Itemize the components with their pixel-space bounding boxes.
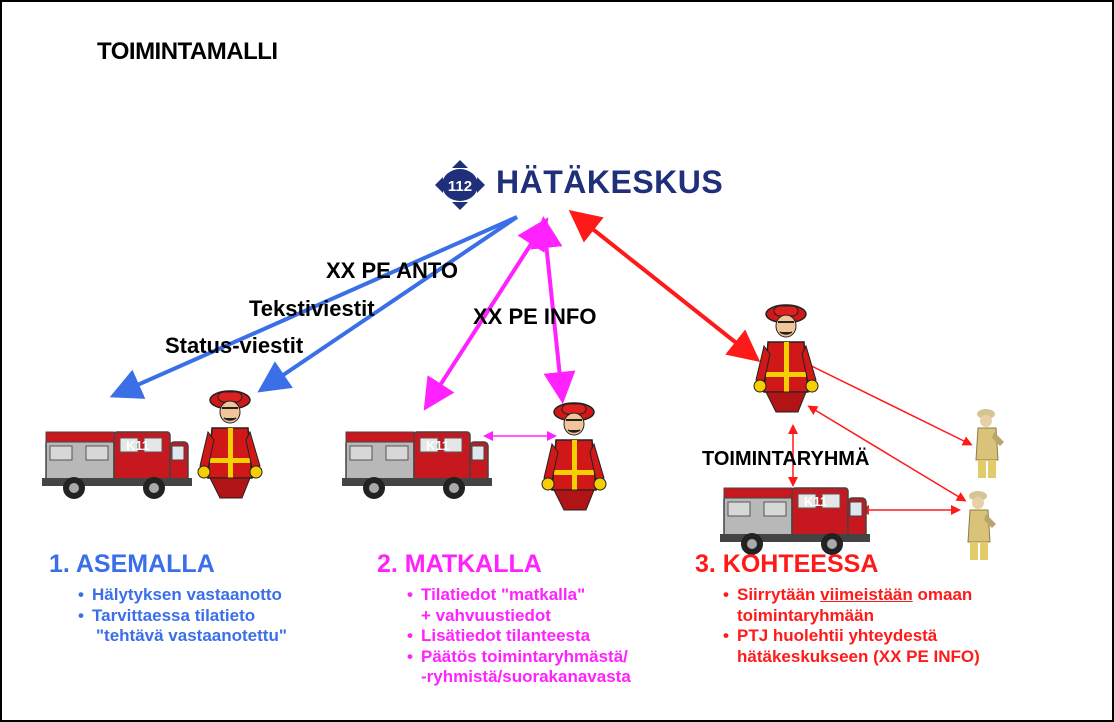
list-item-continuation: + vahvuustiedot [421,605,551,625]
list-item: Tilatiedot "matkalla" [407,585,631,606]
fire-truck-2: K11 [341,431,493,500]
list-item-continuation: "tehtävä vastaanotettu" [78,626,287,647]
truck-plate: K11 [126,438,149,453]
label-status-viestit: Status-viestit [165,333,304,358]
firefighter-small-2 [967,490,997,561]
firefighter-1 [197,390,263,499]
section-3-list: Siirrytään viimeistään omaan toimintaryh… [723,585,980,667]
list-item: Siirrytään viimeistään omaan [723,585,980,606]
list-item-continuation: -ryhmistä/suorakanavasta [421,667,631,686]
section-2-list: Tilatiedot "matkalla" + vahvuustiedot Li… [407,585,631,688]
label-pe-info: XX PE INFO [473,304,597,329]
section-3-title: 3. KOHTEESSA [695,550,879,578]
list-item: PTJ huolehtii yhteydestä [723,626,980,647]
label-tekstiviestit: Tekstiviestit [249,296,375,321]
list-item-text: Siirrytään [737,585,821,604]
underlined-text: viimeistään [820,585,913,604]
badge-112-text: 112 [448,178,472,195]
list-item: Hälytyksen vastaanotto [78,585,287,606]
fire-truck-1: K11 [41,431,193,500]
label-pe-anto: XX PE ANTO [326,258,459,283]
firefighter-2 [541,402,607,511]
truck-plate: K11 [426,438,449,453]
firefighter-3-leader [753,304,819,413]
list-item-continuation: toimintaryhmään [737,605,874,625]
section-1-list: Hälytyksen vastaanotto Tarvittaessa tila… [78,585,287,647]
section-2-title: 2. MATKALLA [377,550,542,578]
list-item: Päätös toimintaryhmästä/ [407,647,631,668]
list-item-text: "tehtävä vastaanotettu" [96,626,287,645]
firefighter-small-1 [975,408,1005,479]
list-item-continuation: hätäkeskukseen (XX PE INFO) [737,646,980,666]
slide-title: TOIMINTAMALLI [97,38,278,65]
list-item: Lisätiedot tilanteesta [407,626,631,647]
truck-plate: K11 [804,494,827,509]
list-item: Tarvittaessa tilatieto [78,606,287,627]
emergency-112-icon: 112 [435,160,485,210]
magenta-arrows [423,216,576,441]
hatakeskus-label: HÄTÄKESKUS [496,164,724,200]
fire-truck-3: K11 [719,487,871,556]
section-1-title: 1. ASEMALLA [49,550,215,578]
list-item-text: omaan [912,585,973,604]
label-toimintaryhma: TOIMINTARYHMÄ [702,448,870,470]
